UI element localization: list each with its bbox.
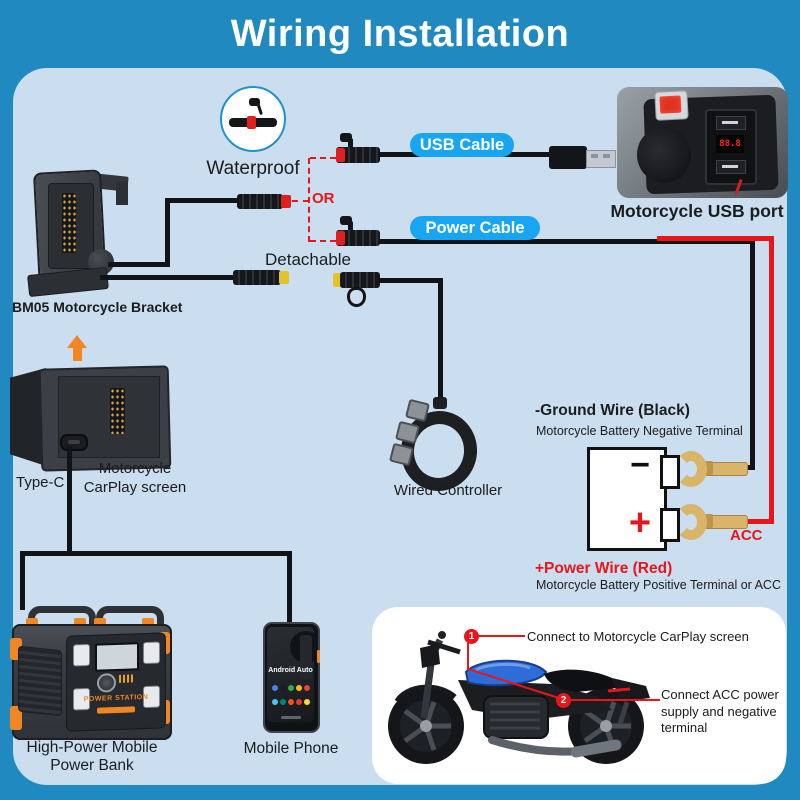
wire-split-left [20, 553, 25, 610]
usb-port-photo: 88.8 [617, 87, 788, 198]
power-cable-cap-arm [348, 221, 353, 233]
callout-lines [467, 635, 660, 701]
wire-split-h [20, 551, 292, 556]
fork-crimp-positive [704, 514, 713, 528]
phone-screen-text: Android Auto [268, 667, 313, 674]
phone-image: Android Auto [263, 622, 320, 733]
carplay-caption-line1: Motorcycle [98, 460, 172, 477]
controller-image [383, 395, 483, 496]
motorcycle-image [388, 631, 650, 764]
bracket-image [20, 165, 140, 298]
wire-controller-v [438, 278, 443, 404]
usb-cable-cap-arm [348, 138, 353, 150]
power-bank-image: POWER STATION [10, 604, 172, 740]
power-cable-red-band [336, 231, 345, 245]
power-wire-red-h [727, 519, 774, 524]
callout-2-text: Connect ACC power supply and negative te… [661, 687, 779, 736]
detachable-male-yellow-tip [279, 271, 289, 284]
callout-badge-1-number: 1 [468, 631, 475, 642]
detachable-male-connector [233, 270, 281, 285]
callout-badge-2: 2 [556, 693, 571, 708]
battery-minus: − [630, 445, 650, 484]
power-cable-cap [340, 216, 352, 225]
power-bank-caption-line1: High-Power Mobile [26, 739, 158, 756]
waterproof-badge [220, 86, 286, 152]
detachable-label: Detachable [265, 250, 352, 269]
type-c-port [60, 434, 88, 451]
fork-crimp-negative [704, 461, 713, 475]
usb-port-panel: 88.8 [705, 109, 757, 185]
power-bank-panel-text: POWER STATION [83, 693, 149, 704]
ground-wire-v [750, 241, 755, 468]
power-cable-label: Power Cable [425, 218, 525, 237]
power-wire-red [657, 236, 774, 241]
power-wire-subtitle: Motorcycle Battery Positive Terminal or … [536, 578, 781, 592]
detachable-female-yellow-band [333, 273, 341, 287]
callout-badge-1: 1 [464, 629, 479, 644]
or-label: OR [312, 190, 335, 207]
dashed-line [310, 157, 336, 159]
page-title: Wiring Installation [230, 12, 570, 55]
usb-plug-icon [549, 146, 587, 169]
wire-split-right [287, 553, 292, 625]
dashed-line [308, 158, 310, 242]
detachable-clip-loop [347, 287, 366, 307]
usb-cable-label-pill: USB Cable [410, 133, 514, 157]
power-bank-caption: High-Power Mobile Power Bank [8, 739, 176, 775]
waterproof-connector-icon [222, 88, 284, 150]
power-bank-caption-line2: Power Bank [50, 756, 134, 774]
dashed-line [292, 200, 309, 202]
acc-label: ACC [730, 527, 763, 544]
power-wire-title: +Power Wire (Red) [535, 560, 673, 577]
power-cable-label-pill: Power Cable [410, 216, 540, 240]
usb-port-voltmeter: 88.8 [716, 135, 744, 153]
wire-bracket-up [108, 262, 170, 267]
battery-plus: + [628, 501, 652, 544]
power-bank-panel: POWER STATION [66, 632, 166, 732]
usb-cable-cap [340, 133, 352, 142]
bracket-plug-connector [237, 194, 283, 209]
wire-bracket-to-plug [165, 198, 239, 203]
callout-badge-2-number: 2 [560, 695, 567, 706]
usb-plug-metal [586, 150, 616, 168]
up-arrow-icon [66, 335, 88, 362]
type-c-label: Type-C [16, 474, 65, 491]
wire-bracket-detach [100, 275, 235, 280]
wire-controller-h [378, 278, 443, 283]
carplay-screen-image [8, 362, 172, 472]
fork-terminal-positive [675, 504, 707, 540]
fork-terminal-negative [675, 451, 707, 487]
power-cable-wire [379, 239, 755, 244]
carplay-caption: Motorcycle CarPlay screen [80, 460, 190, 498]
bracket-caption: BM05 Motorcycle Bracket [12, 299, 183, 315]
wire-typec-down [67, 446, 72, 555]
usb-port-caption: Motorcycle USB port [610, 201, 784, 221]
waterproof-label: Waterproof [206, 158, 300, 179]
detachable-female-connector [340, 272, 380, 288]
usb-cable-connector [336, 147, 380, 163]
phone-caption: Mobile Phone [243, 740, 339, 757]
usb-port-switch [654, 90, 689, 121]
power-wire-red-v [769, 238, 774, 524]
power-cable-connector [336, 230, 380, 246]
controller-caption: Wired Controller [393, 482, 503, 499]
ground-wire-title: -Ground Wire (Black) [535, 402, 690, 419]
dashed-line [310, 240, 336, 242]
bracket-plug-red-tip [281, 195, 291, 208]
ground-wire-subtitle: Motorcycle Battery Negative Terminal [536, 424, 743, 438]
callout-1-text: Connect to Motorcycle CarPlay screen [527, 629, 749, 644]
carplay-caption-line2: CarPlay screen [83, 478, 187, 496]
wire-bracket-up-v [165, 200, 170, 267]
battery-box [587, 447, 667, 551]
usb-cable-red-band [336, 148, 345, 162]
usb-cable-label: USB Cable [419, 135, 505, 154]
